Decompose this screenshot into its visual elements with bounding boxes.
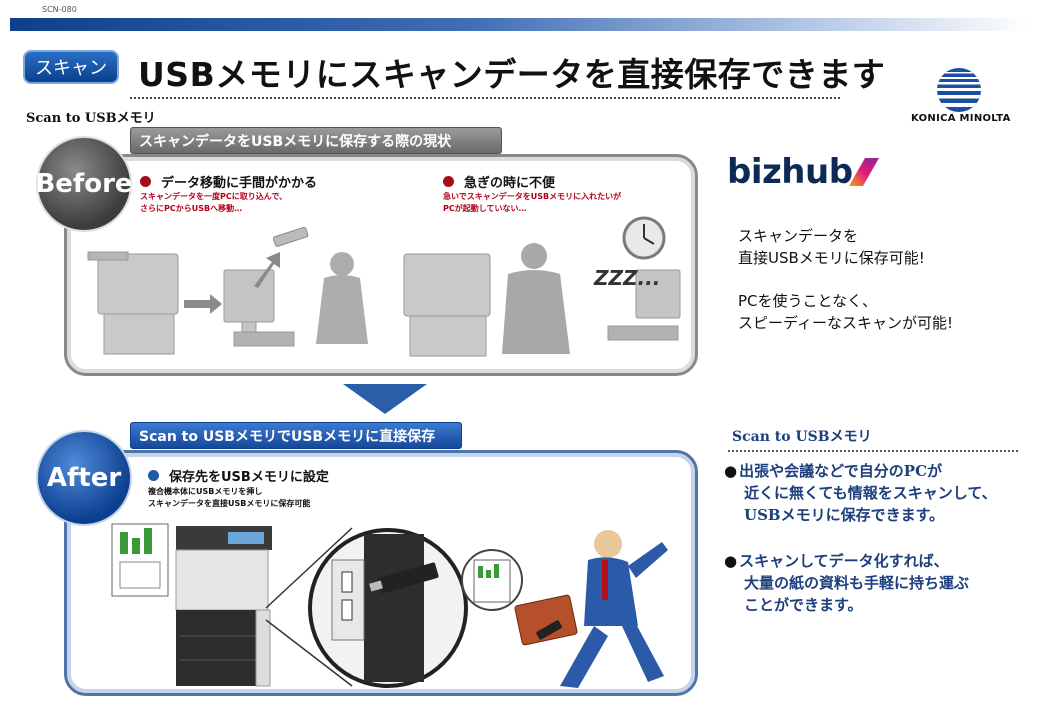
briefcase-icon [514,594,578,646]
konica-minolta-globe-icon [937,68,981,112]
before-illustration [87,216,681,357]
blue-bullet-icon [148,470,159,481]
red-bullet-icon [140,176,151,187]
red-bullet-icon [443,176,454,187]
usb-stick-icon [272,226,309,247]
pc-monitor-icon [223,269,295,347]
before-tag: スキャンデータをUSBメモリに保存する際の現状 [130,127,502,154]
after-tag: Scan to USBメモリでUSBメモリに直接保存 [130,422,462,449]
after-circle: After [36,430,132,526]
right-text2: PCを使うことなく、 スピーディーなスキャンが可能! [738,292,953,332]
black-bullet-icon: ● [724,462,738,480]
copier-icon-2 [403,253,491,357]
right-section-divider [728,450,1018,452]
after-point1-desc: 複合機本体にUSBメモリを挿し スキャンデータを直接USBメモリに保存可能 [148,487,311,508]
black-bullet-icon: ● [724,552,738,570]
running-businessman-icon [560,530,668,688]
pc-monitor-icon-2 [607,269,681,341]
page-title: USBメモリにスキャンデータを直接保存できます [138,55,886,94]
document-icon [111,523,169,597]
clock-icon [622,216,666,260]
before-circle: Before [35,136,133,232]
zzz-text: ZZZ... [594,266,661,290]
after-illustration [111,523,668,688]
right-bullet1: ●出張や会議などで自分のPCが 近くに無くても情報をスキャンして、 USBメモリ… [724,462,997,524]
right-text1: スキャンデータを 直接USBメモリに保存可能! [738,227,925,267]
bizhub-swoosh-icon [849,158,879,186]
document-in-bubble-icon [461,549,523,611]
usb-port-zoom-icon [308,528,468,688]
copier-icon [87,251,179,355]
right-section-title: Scan to USBメモリ [732,429,872,445]
top-gradient-bar [10,18,1030,31]
office-worker-icon [316,252,368,344]
before-point1-heading: データ移動に手間がかかる [140,172,317,191]
after-point1-heading: 保存先をUSBメモリに設定 [148,466,329,485]
right-bullet2: ●スキャンしてデータ化すれば、 大量の紙の資料も手軽に持ち運ぶ ことができます。 [724,552,970,614]
title-underline [130,97,840,99]
konica-minolta-logo-text: KONICA MINOLTA [911,113,1011,124]
stressed-person-icon [502,243,570,354]
bizhub-brand: bizhub [727,152,853,192]
slide-code: SCN-080 [42,5,77,14]
mfp-copier-icon [175,526,272,687]
before-point2-heading: 急ぎの時に不便 [443,172,555,191]
category-badge: スキャン [23,50,119,84]
down-arrow-icon [343,384,427,414]
subtitle: Scan to USBメモリ [26,111,156,126]
before-point1-desc: スキャンデータを一度PCに取り込んで、 さらにPCからUSBへ移動… [140,192,288,213]
before-point2-desc: 急いでスキャンデータをUSBメモリに入れたいが PCが起動していない… [443,192,622,213]
